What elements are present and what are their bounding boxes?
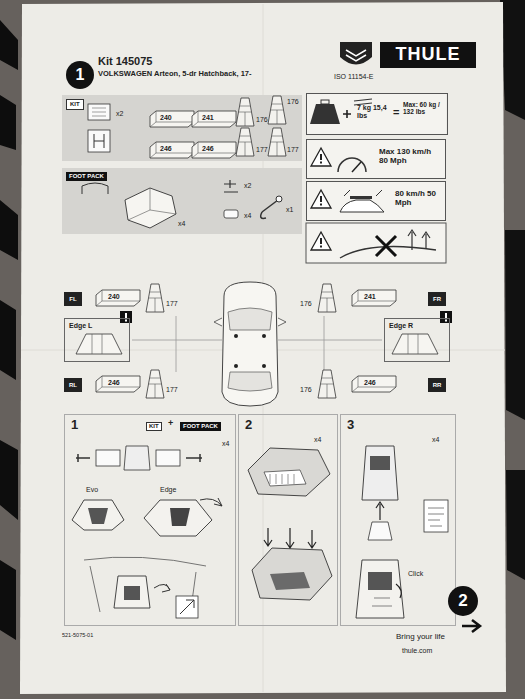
part-label: x4	[432, 436, 439, 444]
node-text: FR	[433, 296, 441, 303]
part-label: x2	[116, 110, 123, 118]
part-label: Edge	[160, 486, 176, 494]
position-tag: RL	[64, 378, 82, 392]
edge-box: Edge R	[384, 318, 450, 362]
part-label: 246	[108, 379, 120, 387]
step-panel: 1	[64, 414, 236, 626]
part-label: 177	[256, 146, 268, 154]
part-label: 246	[202, 145, 214, 153]
position-tag: RR	[428, 378, 446, 392]
part-label: 240	[160, 114, 172, 122]
node-text: 3	[347, 418, 354, 432]
node-text: 1	[76, 66, 85, 84]
node-text: Edge L	[69, 322, 92, 330]
part-label: Evo	[86, 486, 98, 494]
next-step-circle: 2	[448, 586, 478, 616]
step-panel: 2	[238, 414, 338, 626]
load-warning-box: 7 kg 15,4 lbs Max: 60 kg / 132 lbs	[306, 93, 448, 135]
node-text: FOOT PACK	[66, 172, 107, 181]
node-text: 7 kg 15,4 lbs	[357, 104, 391, 119]
part-label: x1	[286, 206, 293, 214]
part-label: 241	[202, 114, 214, 122]
node-text: 2	[245, 418, 252, 432]
part-label: 176	[256, 116, 268, 124]
part-label: 176	[300, 300, 312, 308]
part-label: 177	[166, 300, 178, 308]
part-label: x4	[314, 436, 321, 444]
node-text: RR	[433, 382, 442, 389]
step-panel: 3	[340, 414, 456, 626]
part-label: 241	[364, 293, 376, 301]
part-label: 240	[108, 293, 120, 301]
part-label: 246	[160, 145, 172, 153]
node-text: Edge R	[389, 322, 413, 330]
part-label: 176	[300, 386, 312, 394]
node-text: KIT	[66, 99, 84, 110]
foot-pack-panel: FOOT PACK	[62, 168, 302, 234]
part-label: x4	[222, 440, 229, 448]
node-text: FL	[69, 296, 76, 303]
node-text: Max 130 km/h 80 Mph	[379, 148, 441, 166]
position-tag: FR	[428, 292, 446, 306]
node-text: 2	[458, 592, 467, 611]
part-label: 176	[287, 98, 299, 106]
step-number-circle: 1	[66, 61, 94, 89]
part-label: Click	[408, 570, 423, 578]
part-label: 521-5075-01	[62, 632, 93, 638]
brand-logo: THULE	[380, 42, 476, 68]
part-label: ISO 11154-E	[334, 73, 373, 81]
part-label: x4	[178, 220, 185, 228]
part-label: 246	[364, 379, 376, 387]
node-text: 1	[71, 418, 78, 432]
part-label: x2	[244, 182, 251, 190]
speed-warning-box: Max 130 km/h 80 Mph	[306, 139, 446, 179]
node-text: Max: 60 kg / 132 lbs	[403, 101, 445, 115]
position-tag: FL	[64, 292, 82, 306]
speed-warning-box: 80 km/h 50 Mph	[306, 181, 446, 221]
part-label: 177	[166, 386, 178, 394]
node-text: THULE	[396, 45, 461, 65]
edge-box: Edge L	[64, 318, 130, 362]
part-label: =	[393, 106, 399, 118]
part-label: VOLKSWAGEN Arteon, 5-dr Hatchback, 17-	[98, 70, 252, 78]
part-label: x4	[244, 212, 251, 220]
part-label: 177	[287, 146, 299, 154]
kit-title: Kit 145075	[98, 55, 152, 67]
part-label: thule.com	[402, 647, 432, 655]
node-text: 80 km/h 50 Mph	[395, 190, 443, 208]
part-label: Bring your life	[396, 633, 445, 642]
part-label: FOOT PACK	[180, 422, 221, 431]
kit-panel: KIT	[62, 95, 302, 161]
part-label: +	[168, 419, 173, 429]
node-text: RL	[69, 382, 77, 389]
part-label: KIT	[146, 422, 162, 431]
